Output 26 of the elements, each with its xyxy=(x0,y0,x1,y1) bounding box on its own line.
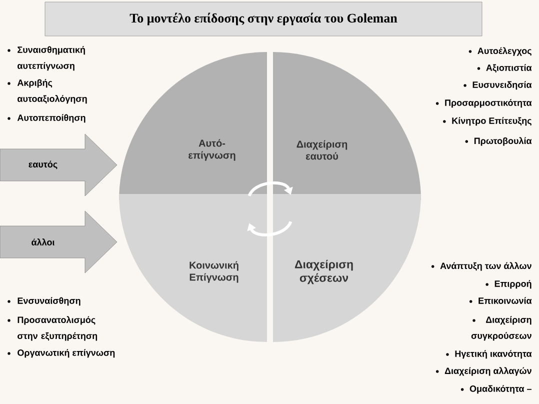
bullet-item: Οργανωτική επίγνωση xyxy=(8,349,115,358)
bullet-item: Πρωτοβουλία xyxy=(465,137,532,146)
bullet-item: Προσανατολισμός στην εξυπηρέτηση xyxy=(8,316,98,341)
bullet-item: Κίνητρο Επίτευξης xyxy=(443,117,532,126)
bullet-item: Συναισθηματική αυτεπίγνωση xyxy=(8,46,85,71)
quadrant-wedge: Διαχείριση σχέσεων xyxy=(273,194,421,342)
title-box: Το μοντέλο επίδοσης στην εργασία του Goleman xyxy=(44,2,482,36)
bullet-item: Προσαρμοστικότητα xyxy=(436,99,532,108)
bullet-item: Αυτοπεποίθηση xyxy=(8,114,86,123)
bullet-item: Ηγετική ικανότητα xyxy=(446,350,532,359)
bullet-item: Επιρροή xyxy=(486,280,532,289)
cycle-arrow xyxy=(248,181,293,197)
bullet-item: Αξιοπιστία xyxy=(477,64,532,73)
bullet-item: Διαχείριση αλλαγών xyxy=(436,367,532,376)
bullet-item: Αυτοέλεγχος xyxy=(468,47,532,56)
bullet-item: Ανάπτυξη των άλλων xyxy=(431,262,532,271)
quadrant-wedge: Διαχείριση εαυτού xyxy=(273,52,421,200)
bullet-item: Διαχείριση συγκρούσεων xyxy=(471,316,532,341)
quadrant-wedge: Κοινωνική Επίγνωση xyxy=(119,194,267,342)
bullet-item: Ακριβής αυτοαξιολόγηση xyxy=(8,79,87,104)
cycle-arrow xyxy=(247,220,292,236)
bullet-item: Ομαδικότητα – xyxy=(460,385,532,394)
bullet-item: Ευσυνειδησία xyxy=(464,81,532,90)
bullet-item: Επικοινωνία xyxy=(469,297,532,304)
bullet-item: Ενσυναίσθηση xyxy=(8,297,80,306)
quadrant-wedge: Αυτό-επίγνωση xyxy=(119,52,267,200)
